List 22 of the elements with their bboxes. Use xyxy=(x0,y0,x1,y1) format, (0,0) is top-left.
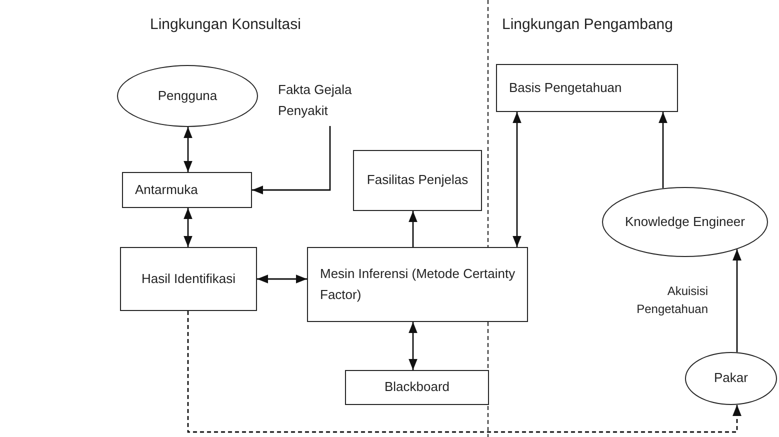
arrow xyxy=(257,274,307,284)
arrow xyxy=(252,126,331,194)
process-box: Hasil Identifikasi xyxy=(120,247,257,311)
input-text: Fakta Gejala Penyakit xyxy=(274,80,374,126)
arrow xyxy=(512,112,522,247)
ellipse-node: Pakar xyxy=(685,352,777,405)
process-box: Mesin Inferensi (Metode Certainty Factor) xyxy=(307,247,528,322)
ellipse-node: Knowledge Engineer xyxy=(602,187,768,257)
arrow xyxy=(408,211,418,247)
ellipse-node: Pengguna xyxy=(117,65,258,127)
process-box: Basis Pengetahuan xyxy=(496,64,678,112)
process-box: Blackboard xyxy=(345,370,489,405)
section-title: Lingkungan Konsultasi xyxy=(150,15,301,35)
dashed-arrow xyxy=(187,311,742,433)
arrow xyxy=(732,249,742,352)
process-box: Antarmuka xyxy=(122,172,252,208)
section-title: Lingkungan Pengambang xyxy=(502,15,673,35)
process-box: Fasilitas Penjelas xyxy=(353,150,482,211)
arrow xyxy=(184,208,192,247)
arrow xyxy=(184,127,192,172)
arrow xyxy=(408,322,418,370)
arrow xyxy=(658,112,668,188)
